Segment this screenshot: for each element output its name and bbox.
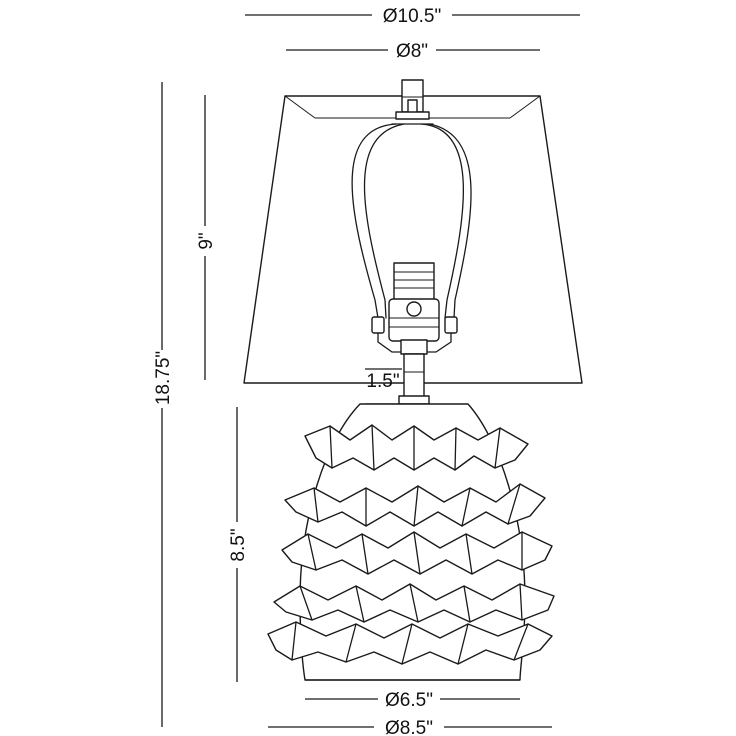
dimension-shade-bottom-diameter: Ø10.5" [245, 6, 580, 27]
label-neck-height: 1.5" [366, 371, 399, 392]
label-base-bottom-diameter: Ø6.5" [385, 690, 433, 711]
label-base-max-diameter: Ø8.5" [385, 718, 433, 736]
ruffled-base [267, 403, 555, 681]
label-shade-height: 9" [196, 232, 217, 249]
dimension-shade-top-diameter: Ø8" [286, 41, 540, 62]
label-base-height: 8.5" [228, 528, 249, 561]
dimension-neck-height: 1.5" [365, 368, 402, 405]
dimension-shade-height: 9" [196, 95, 217, 380]
dimension-base-max-diameter: Ø8.5" [268, 718, 552, 736]
socket [388, 262, 440, 342]
dimension-base-height: 8.5" [228, 407, 249, 682]
label-shade-bottom-diameter: Ø10.5" [383, 6, 442, 27]
dimension-overall-height: 18.75" [153, 82, 174, 727]
lamp-neck [398, 339, 430, 405]
finial [395, 79, 430, 120]
label-shade-top-diameter: Ø8" [396, 41, 428, 62]
harp [351, 123, 472, 353]
label-overall-height: 18.75" [153, 351, 174, 405]
dimension-base-bottom-diameter: Ø6.5" [305, 690, 520, 711]
lamp-shade [243, 95, 583, 384]
